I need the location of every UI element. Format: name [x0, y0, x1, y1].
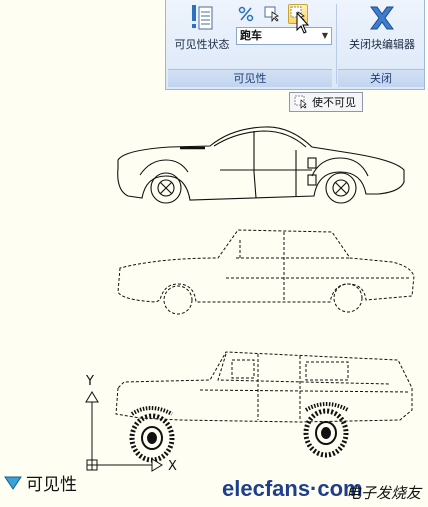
panel-title-visibility: 可见性 [168, 69, 332, 87]
watermark-brand: elecfans·com [222, 476, 363, 501]
close-block-editor-button[interactable]: 关闭块编辑器 [342, 4, 422, 60]
make-visible-button[interactable] [262, 4, 282, 24]
visibility-states-button[interactable]: 可见性状态 [170, 4, 234, 60]
y-axis-label: Y [85, 374, 94, 389]
visibility-states-label: 可见性状态 [174, 38, 230, 51]
visibility-states-icon [192, 5, 213, 30]
triangle-down-icon [4, 476, 22, 490]
ribbon: 可见性状态 [165, 0, 425, 90]
visibility-mode-button[interactable] [236, 4, 256, 24]
select-visible-icon [264, 6, 279, 22]
mouse-cursor-icon [296, 12, 310, 34]
watermark-cn: 电子发烧友 [346, 484, 422, 502]
visibility-state-value: 跑车 [240, 29, 262, 42]
offroad-wheels [129, 402, 349, 463]
sedan [117, 229, 415, 315]
select-invisible-icon [294, 95, 307, 109]
panel-title-close: 关闭 [338, 69, 424, 87]
tooltip: 使不可见 [289, 92, 363, 112]
sports-car [117, 126, 405, 204]
visibility-parameter[interactable]: 可见性 [4, 470, 77, 495]
tooltip-text: 使不可见 [312, 96, 356, 109]
x-axis-label: X [168, 459, 177, 474]
percent-icon [238, 6, 254, 22]
panel-separator [336, 4, 337, 84]
suv [115, 351, 413, 423]
visibility-state-dropdown[interactable]: 跑车 ▼ [236, 27, 332, 45]
ucs-axes [85, 391, 163, 472]
close-block-editor-label: 关闭块编辑器 [349, 38, 415, 51]
visibility-parameter-label: 可见性 [26, 475, 77, 495]
close-icon [370, 6, 394, 30]
chevron-down-icon: ▼ [321, 31, 328, 40]
